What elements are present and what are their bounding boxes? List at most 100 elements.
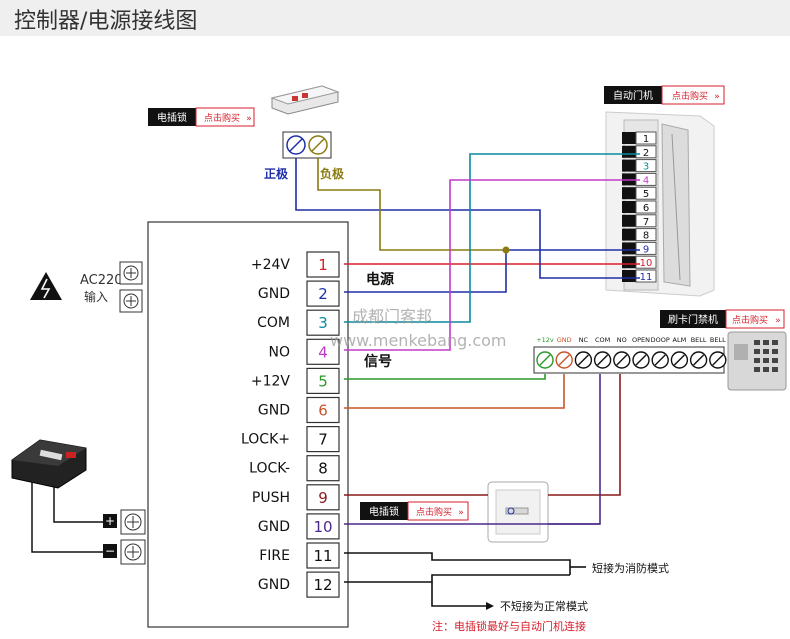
door-opener-terminal-cell [635,241,657,255]
lock-positive-label: 正极 [264,166,289,181]
card-reader-terminal-label: BELL [710,336,726,344]
dc-minus-terminal: − [103,539,146,565]
svg-text:点击购买: 点击购买 [672,90,708,102]
ac-terminal-1 [119,261,143,285]
door-opener-terminal-block [622,159,636,172]
door-opener-terminal: 3 [622,159,657,173]
controller-terminal-label: GND [258,577,290,593]
card-reader-terminal-label: ALM [673,336,687,344]
controller-terminal-number: 10 [313,518,332,536]
svg-text:−: − [105,544,115,558]
door-opener-terminal-block [622,228,636,241]
door-opener-terminal-number: 5 [643,189,649,200]
controller-terminal-number: 3 [318,314,328,332]
card-reader-terminal-slot [654,354,666,366]
wires [295,153,640,610]
ac-terminal-2 [119,289,143,313]
card-reader-terminal-label: GND [557,336,572,344]
normal-mode-label: 不短接为正常模式 [500,599,588,613]
door-opener-terminal-number: 4 [643,175,649,186]
watermark-url: www.menkebang.com [330,331,507,350]
svg-text:»: » [246,114,252,124]
svg-text:刷卡门禁机: 刷卡门禁机 [668,313,718,326]
ac-input-sub: 输入 [84,289,108,304]
door-opener-terminal-block [622,132,636,144]
controller-terminal: GND 2 [258,280,340,307]
controller-terminal-label: LOCK- [249,461,290,477]
controller-terminal-label: GND [258,286,290,302]
svg-text:»: » [714,92,720,102]
controller-terminal-label: LOCK+ [241,432,290,448]
title-bar: 控制器/电源接线图 [0,0,790,36]
controller-terminal-label: GND [258,519,290,535]
door-opener-terminal-number: 9 [643,244,649,255]
door-opener-terminal-number: 1 [643,134,649,145]
svg-text:电插锁: 电插锁 [157,111,187,124]
card-reader-terminal: ALM [670,336,689,369]
door-opener-terminal-number: 11 [640,272,653,283]
badge-lock-bottom[interactable]: 电插锁 点击购买 » [360,501,469,521]
controller-terminal-box [306,484,340,511]
door-opener-terminal-number: 3 [643,162,649,173]
controller-terminal-number: 9 [318,489,328,507]
controller-terminal: LOCK+7 [241,426,340,453]
door-opener-terminal-block [622,145,636,158]
card-reader-terminal-label: NO [617,336,627,344]
badge-lock-top[interactable]: 电插锁 点击购买 » [148,107,255,127]
controller-terminal-number: 2 [318,285,328,303]
card-reader-terminal-slot [539,354,551,366]
controller-terminal-label: FIRE [259,548,290,564]
controller-terminal-number: 6 [318,402,328,420]
controller-terminal: LOCK-8 [249,455,340,482]
door-opener-terminal-cell [635,131,657,145]
svg-text:点击购买: 点击购买 [204,112,240,124]
controller-terminal-label: GND [258,403,290,419]
card-reader-terminal: GND [555,336,573,369]
controller-terminal: PUSH 9 [252,484,340,511]
door-opener-terminal-cell [635,200,657,214]
card-reader-terminal-slot [558,354,570,366]
card-reader-terminal: COM [593,336,612,369]
door-opener-terminal-cell [635,186,657,200]
page-title: 控制器/电源接线图 [14,9,198,34]
controller-terminal-box [306,338,340,365]
fire-mode-label: 短接为消防模式 [592,561,669,575]
door-opener-terminal: 11 [622,269,657,283]
door-opener-terminal: 2 [622,145,657,159]
card-reader-terminal-slot [693,354,705,366]
watermark-cn: 成都门客邦 [352,307,432,326]
controller-terminal-box [306,455,340,482]
card-reader-device [727,331,787,391]
dc-plus-terminal: + [103,509,146,535]
controller-terminal-box [306,396,340,424]
lock-negative-label: 负极 [320,166,345,181]
controller-terminal-box [306,542,340,569]
card-reader-terminal: NO [613,336,631,369]
electric-lock-device [270,85,340,115]
door-opener-terminal-cell [635,159,657,173]
card-reader-terminal-label: +12v [536,336,554,344]
controller-terminal-number: 5 [318,372,328,390]
svg-text:点击购买: 点击购买 [416,506,452,518]
badge-card-reader[interactable]: 刷卡门禁机 点击购买 » [660,309,785,329]
door-opener-terminal-block [622,270,636,282]
badge-door-opener[interactable]: 自动门机 点击购买 » [604,85,725,105]
card-reader-terminal-slot [673,354,685,366]
door-opener-terminal-cell [635,228,657,242]
door-opener-terminal-cell [635,269,657,283]
door-opener-terminal-cell [635,214,657,228]
door-opener-terminal: 7 [622,214,657,228]
card-reader-terminal-slot [712,354,724,366]
ac-input: AC220v 输入 [30,261,143,313]
controller-terminal-box [306,426,340,453]
exit-button-device [487,481,549,543]
controller-terminal-label: PUSH [252,490,290,506]
door-opener-terminal: 6 [622,200,657,214]
card-reader-terminal-label: DOOP [651,336,670,344]
card-reader-terminal-label: COM [595,336,610,344]
